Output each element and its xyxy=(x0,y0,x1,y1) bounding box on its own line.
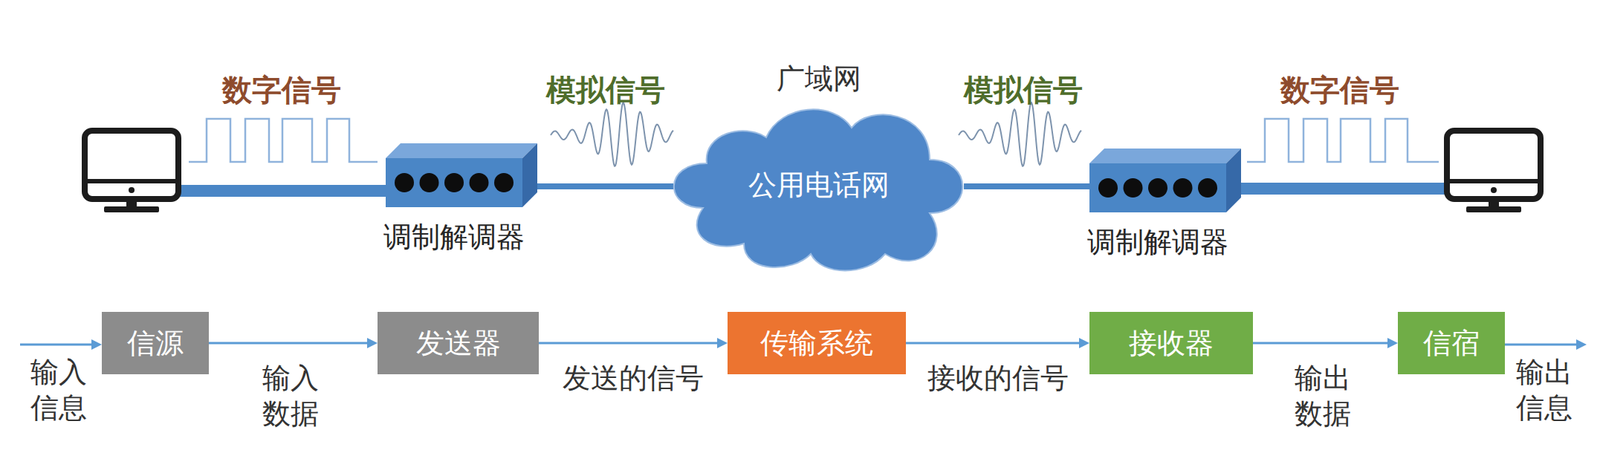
monitor-button xyxy=(128,187,135,194)
arrowhead xyxy=(1079,338,1090,349)
modem-front xyxy=(1089,163,1227,213)
box-text: 接收器 xyxy=(1128,324,1214,363)
monitor-frame xyxy=(1446,130,1541,200)
network-cloud: 广域网公用电话网 xyxy=(673,96,964,276)
cable xyxy=(178,185,388,197)
monitor-base xyxy=(104,206,160,213)
flow-label: 输入信息 xyxy=(30,355,93,426)
connector xyxy=(905,338,1090,349)
modem-label: 调制解调器 xyxy=(1067,225,1249,261)
analog-wave xyxy=(958,102,1082,166)
modem-led xyxy=(394,173,414,193)
signal-label: 数字信号 xyxy=(1280,71,1400,109)
signal-label: 数字信号 xyxy=(222,71,342,109)
modem-shape xyxy=(1089,148,1242,213)
box-text: 发送器 xyxy=(416,324,501,363)
connector xyxy=(538,338,728,349)
monitor-base xyxy=(1466,206,1522,213)
square-wave xyxy=(188,118,378,163)
monitor-chin xyxy=(1446,179,1541,184)
process-box: 发送器 xyxy=(377,312,539,375)
arrowhead xyxy=(1576,339,1587,351)
process-box: 接收器 xyxy=(1089,312,1253,375)
monitor-chin xyxy=(84,179,179,184)
modem-label: 调制解调器 xyxy=(363,220,545,255)
modem-led xyxy=(1148,178,1168,198)
edge-label: 接收的信号 xyxy=(927,361,1069,397)
arrowhead xyxy=(91,339,102,351)
process-box: 信宿 xyxy=(1397,312,1505,375)
connector-line xyxy=(538,342,718,345)
modem-led xyxy=(1098,178,1118,198)
modem-side xyxy=(1226,148,1242,213)
cable xyxy=(1239,182,1447,195)
edge-label: 输入数据 xyxy=(262,361,325,432)
modem-led xyxy=(469,173,489,193)
box-text: 信源 xyxy=(127,324,184,363)
connector-line xyxy=(905,342,1080,345)
signal-label: 模拟信号 xyxy=(963,71,1083,109)
analog-wave xyxy=(550,102,674,166)
arrowhead xyxy=(717,338,728,349)
network-heading: 广域网 xyxy=(673,62,964,97)
modem-led xyxy=(419,173,440,193)
monitor-frame xyxy=(84,130,179,200)
modem-top xyxy=(385,143,538,159)
connector xyxy=(963,186,1090,188)
modem-shape xyxy=(385,143,538,208)
arrowhead xyxy=(367,338,378,349)
square-wave xyxy=(1247,118,1439,163)
edge-label: 输出数据 xyxy=(1294,361,1357,432)
modem-side xyxy=(522,143,538,208)
process-box: 信源 xyxy=(101,312,209,375)
modem-led xyxy=(1173,178,1193,198)
connector-line xyxy=(208,342,368,345)
box-text: 传输系统 xyxy=(760,324,874,363)
connector xyxy=(537,186,674,188)
modem-node: 调制解调器 xyxy=(1089,148,1242,213)
network-name: 公用电话网 xyxy=(673,168,964,203)
modem-node: 调制解调器 xyxy=(385,143,538,208)
box-text: 信宿 xyxy=(1423,324,1480,363)
connector-line xyxy=(963,183,1090,190)
monitor-icon xyxy=(84,130,179,213)
process-box: 传输系统 xyxy=(727,312,906,375)
signal-label: 模拟信号 xyxy=(546,71,666,109)
edge-label: 发送的信号 xyxy=(562,361,704,397)
flow-label: 输出信息 xyxy=(1516,355,1579,426)
monitor-button xyxy=(1490,187,1497,194)
arrowhead xyxy=(1387,338,1398,349)
output-arrow xyxy=(1504,344,1577,347)
connector-line xyxy=(537,183,674,190)
modem-front xyxy=(385,158,523,208)
connector xyxy=(1252,338,1398,349)
modem-led xyxy=(444,173,464,193)
connector-line xyxy=(1252,342,1389,345)
input-arrow xyxy=(20,344,93,347)
modem-led xyxy=(1123,178,1143,198)
modem-led xyxy=(494,173,514,193)
modem-top xyxy=(1089,148,1242,164)
connector xyxy=(208,338,378,349)
monitor-icon xyxy=(1446,130,1541,213)
modem-led xyxy=(1197,178,1218,198)
